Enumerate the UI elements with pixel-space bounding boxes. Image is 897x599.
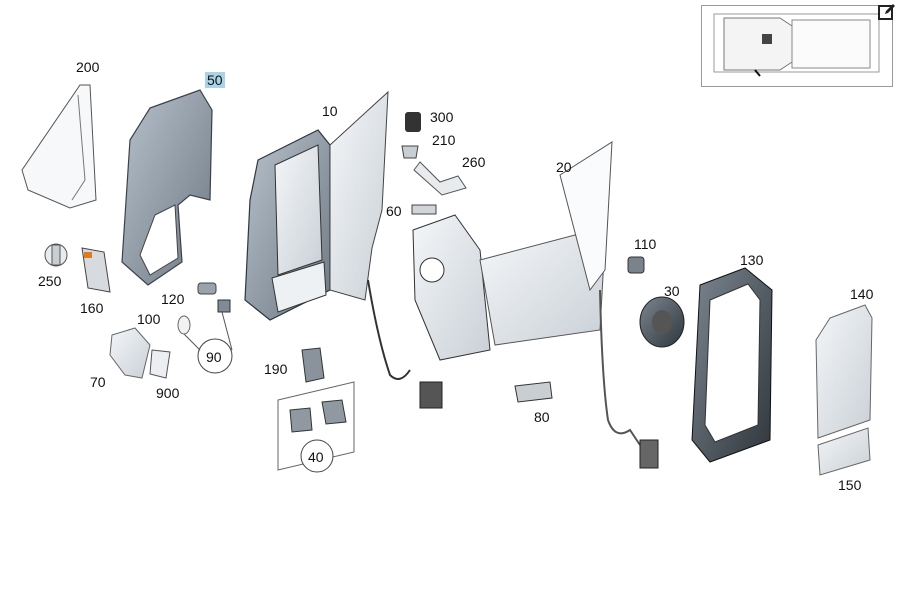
part-140-150-shape [815, 304, 873, 476]
callout-300[interactable]: 300 [430, 109, 454, 125]
callout-100[interactable]: 100 [137, 311, 161, 327]
callout-10[interactable]: 10 [322, 103, 338, 119]
callout-70[interactable]: 70 [90, 374, 106, 390]
callout-30[interactable]: 30 [664, 283, 680, 299]
callout-150[interactable]: 150 [838, 477, 862, 493]
part-130-shape [691, 267, 773, 463]
part-160-shape [81, 247, 111, 293]
callout-250[interactable]: 250 [38, 273, 62, 289]
callout-120[interactable]: 120 [161, 291, 185, 307]
callout-40[interactable]: 40 [308, 449, 324, 465]
callout-260[interactable]: 260 [462, 154, 486, 170]
callout-20[interactable]: 20 [556, 159, 572, 175]
part-70-900-shape [109, 327, 171, 379]
edit-icon[interactable] [878, 3, 896, 21]
callout-60[interactable]: 60 [386, 203, 402, 219]
part-40-shape [277, 381, 355, 473]
part-100-90-shape [177, 299, 233, 374]
small-parts-shape [401, 112, 467, 215]
part-80-shape [514, 381, 553, 403]
callout-140[interactable]: 140 [850, 286, 874, 302]
part-250-shape [44, 243, 68, 267]
callout-200[interactable]: 200 [76, 59, 100, 75]
callout-160[interactable]: 160 [80, 300, 104, 316]
part-200-shape [21, 84, 97, 209]
vehicle-thumbnail-icon [713, 13, 880, 77]
part-110-shape [627, 256, 645, 274]
callout-50[interactable]: 50 [205, 72, 225, 88]
callout-110[interactable]: 110 [634, 236, 657, 252]
callout-130[interactable]: 130 [740, 252, 764, 268]
part-20-shape [412, 141, 659, 469]
callout-80[interactable]: 80 [534, 409, 550, 425]
part-190-shape [301, 347, 325, 383]
part-10-shape [244, 90, 443, 409]
callout-190[interactable]: 190 [264, 361, 288, 377]
callout-90[interactable]: 90 [206, 349, 222, 365]
vehicle-thumbnail[interactable] [701, 5, 893, 87]
part-120-shape [197, 282, 217, 295]
part-50-shape [121, 89, 213, 286]
callout-210[interactable]: 210 [432, 132, 456, 148]
part-30-shape [639, 296, 685, 348]
callout-900[interactable]: 900 [156, 385, 180, 401]
